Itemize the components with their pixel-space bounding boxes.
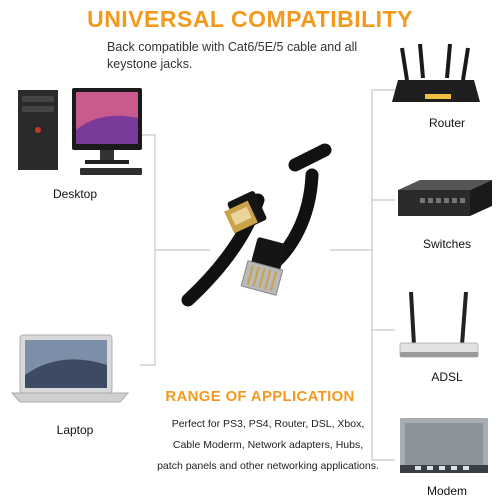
- device-label-router: Router: [428, 116, 466, 130]
- range-line: Perfect for PS3, PS4, Router, DSL, Xbox,: [171, 418, 365, 430]
- page-subtitle: Back compatible with Cat6/5E/5 cable and…: [107, 40, 358, 71]
- device-label-desktop: Desktop: [52, 187, 98, 201]
- device-label-modem: Modem: [426, 484, 467, 498]
- device-label-adsl: ADSL: [431, 370, 463, 384]
- range-title: RANGE OF APPLICATION: [165, 388, 355, 405]
- range-line: Cable Moderm, Network adapters, Hubs,: [172, 439, 364, 451]
- ethernet-cable-icon: [181, 143, 332, 307]
- router-icon: [392, 43, 480, 102]
- device-label-switches: Switches: [422, 237, 472, 251]
- adsl-modem-icon: [399, 291, 479, 358]
- device-label-laptop: Laptop: [56, 423, 94, 437]
- modem-icon: [400, 418, 488, 473]
- left-connector-lines: [135, 134, 210, 366]
- range-description: Perfect for PS3, PS4, Router, DSL, Xbox,…: [143, 414, 393, 477]
- desktop-computer-icon: [18, 88, 142, 175]
- page-title: UNIVERSAL COMPATIBILITY: [87, 6, 413, 32]
- switch-icon: [398, 180, 492, 216]
- right-connector-lines: [330, 89, 395, 461]
- laptop-icon: [10, 334, 130, 403]
- range-line: patch panels and other networking applic…: [157, 460, 379, 472]
